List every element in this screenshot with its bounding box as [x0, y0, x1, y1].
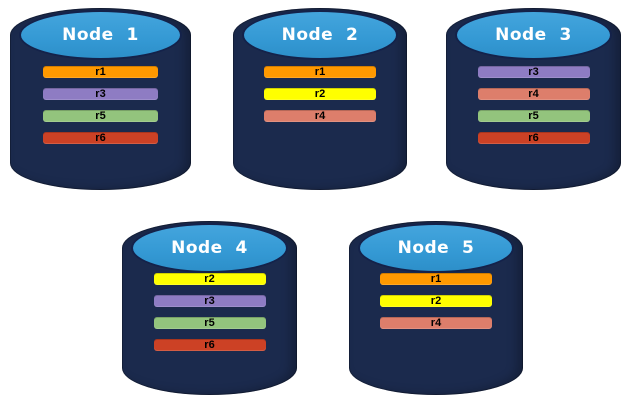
replica-list: r2 r3 r5 r6: [153, 273, 266, 361]
replica-list: r1 r2 r4: [380, 273, 492, 339]
replica-bar-r6: r6: [42, 132, 159, 144]
cylinder-top-ellipse: Node 2: [242, 10, 398, 60]
cylinder-top-ellipse: Node 5: [358, 223, 514, 273]
replica-bar-r4: r4: [477, 88, 590, 100]
replica-bar-r3: r3: [477, 66, 590, 78]
replica-bar-r2: r2: [153, 273, 266, 285]
node-label: Node 4: [171, 238, 248, 258]
replica-bar-r4: r4: [264, 110, 376, 122]
cylinder-top-ellipse: Node 3: [455, 10, 612, 60]
node-label: Node 2: [281, 25, 359, 45]
cylinder-top-ellipse: Node 1: [19, 10, 182, 60]
node-cylinder-2: Node 2 r1 r2 r4: [233, 8, 407, 190]
cylinder-top-ellipse: Node 4: [131, 223, 288, 273]
replica-bar-r6: r6: [477, 132, 590, 144]
replica-bar-r1: r1: [264, 66, 376, 78]
replica-bar-r5: r5: [153, 317, 266, 329]
replica-bar-r5: r5: [42, 110, 159, 122]
replica-list: r3 r4 r5 r6: [477, 66, 590, 154]
replica-bar-r3: r3: [42, 88, 159, 100]
replica-bar-r2: r2: [380, 295, 492, 307]
replica-list: r1 r3 r5 r6: [42, 66, 159, 154]
replica-bar-r2: r2: [264, 88, 376, 100]
node-label: Node 5: [397, 238, 475, 258]
replica-bar-r3: r3: [153, 295, 266, 307]
replica-bar-r1: r1: [42, 66, 159, 78]
node-label: Node 3: [495, 25, 572, 45]
node-cylinder-3: Node 3 r3 r4 r5 r6: [446, 8, 621, 190]
replica-bar-r1: r1: [380, 273, 492, 285]
replica-bar-r4: r4: [380, 317, 492, 329]
replica-bar-r6: r6: [153, 339, 266, 351]
node-label: Node 1: [62, 25, 139, 45]
replica-bar-r5: r5: [477, 110, 590, 122]
node-cylinder-4: Node 4 r2 r3 r5 r6: [122, 221, 297, 395]
node-cylinder-5: Node 5 r1 r2 r4: [349, 221, 523, 395]
replica-list: r1 r2 r4: [264, 66, 376, 132]
node-cylinder-1: Node 1 r1 r3 r5 r6: [10, 8, 191, 190]
